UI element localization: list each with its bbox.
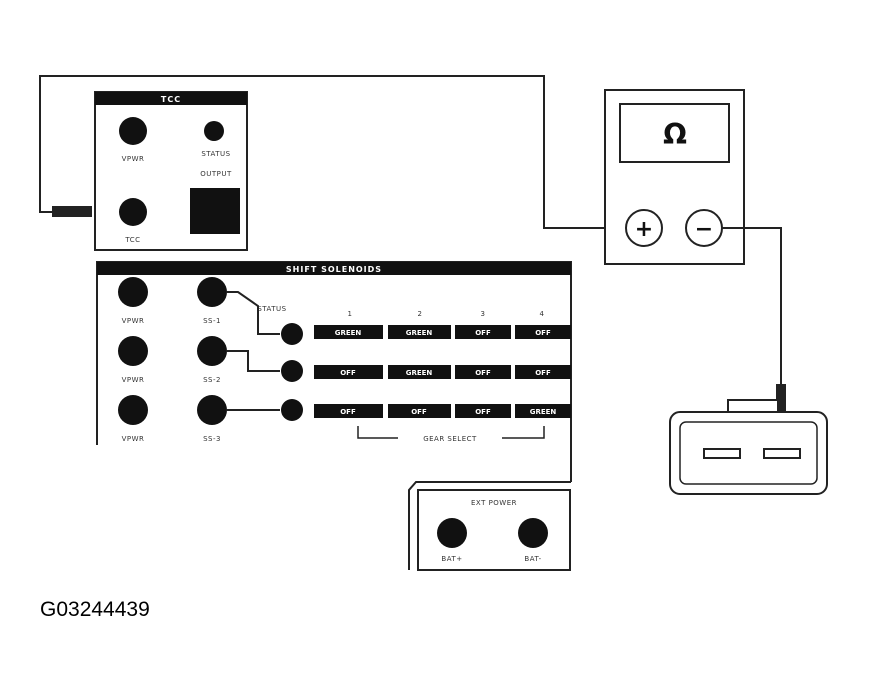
status-led-row-3 [281,399,303,421]
cell-r2-c4: OFF [535,369,551,377]
ext-power-title: EXT POWER [471,499,517,507]
ohm-symbol: Ω [663,118,687,151]
ss3-label: SS-3 [203,435,221,443]
cell-r1-c3: OFF [475,329,491,337]
status-label: STATUS [201,150,230,158]
bat-plus-jack[interactable] [437,518,467,548]
cell-r3-c4: GREEN [530,408,557,416]
bat-plus-label: BAT+ [441,555,462,563]
ss1-link [227,291,280,335]
vpwr-label-row-3: VPWR [122,435,145,443]
vpwr-label: VPWR [122,155,145,163]
ss1-jack[interactable] [197,277,227,307]
status-led-row-2 [281,360,303,382]
harness-connector [669,399,828,495]
meter-plus-terminal[interactable] [625,209,663,247]
cell-r1-c1: GREEN [335,329,362,337]
cell-r2-c1: OFF [340,369,356,377]
status-column-label: STATUS [257,305,286,313]
output-indicator [190,188,240,234]
tcc-jack-label: TCC [124,236,140,244]
ss1-label: SS-1 [203,317,221,325]
figure-code: G03244439 [40,598,150,621]
vpwr-label-row-2: VPWR [122,376,145,384]
status-led [204,121,224,141]
ss3-jack[interactable] [197,395,227,425]
cell-r3-c3: OFF [475,408,491,416]
tcc-to-meter-wire [39,75,628,229]
vpwr-jack-row-2[interactable] [118,336,148,366]
tcc-jack[interactable] [119,198,147,226]
shift-solenoids-panel: SHIFT SOLENOIDS STATUS 1 2 3 4 VPWR SS-1… [96,261,572,482]
meter-display [619,103,730,163]
column-3-label: 3 [481,310,486,318]
cell-r1-c2: GREEN [406,329,433,337]
ss2-label: SS-2 [203,376,221,384]
tcc-title: TCC [161,95,181,104]
shift-panel-title: SHIFT SOLENOIDS [286,265,382,274]
cell-r1-c4: OFF [535,329,551,337]
connector-pin-1 [703,448,741,459]
connector-probe-tip [776,384,786,418]
ss2-jack[interactable] [197,336,227,366]
vpwr-jack-row-3[interactable] [118,395,148,425]
column-1-label: 1 [348,310,353,318]
ohmmeter: Ω + − [604,89,745,265]
cell-r3-c1: OFF [340,408,356,416]
column-4-label: 4 [540,310,545,318]
vpwr-jack[interactable] [119,117,147,145]
column-2-label: 2 [418,310,423,318]
cell-r2-c2: GREEN [406,369,433,377]
vpwr-label-row-1: VPWR [122,317,145,325]
bat-minus-jack[interactable] [518,518,548,548]
minus-sign: − [695,217,713,242]
tcc-panel: TCC VPWR STATUS OUTPUT TCC [94,91,248,251]
tcc-probe-plug [52,206,92,217]
vpwr-jack-row-1[interactable] [118,277,148,307]
meter-to-connector-wire [722,227,782,392]
output-label: OUTPUT [200,170,232,178]
cell-r2-c3: OFF [475,369,491,377]
status-led-row-1 [281,323,303,345]
gear-select-label: GEAR SELECT [423,435,477,443]
plus-sign: + [635,217,653,242]
connector-pin-2 [763,448,801,459]
ss2-link [227,350,280,372]
cell-r3-c2: OFF [411,408,427,416]
bat-minus-label: BAT- [524,555,541,563]
ext-power-panel: EXT POWER BAT+ BAT- [408,481,571,571]
